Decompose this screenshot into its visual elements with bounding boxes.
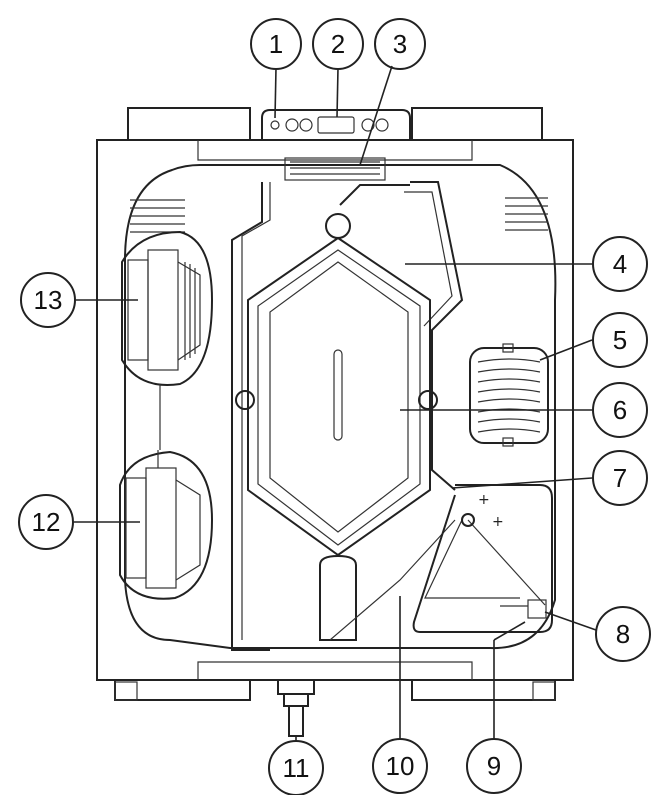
bypass-motor (527, 599, 547, 619)
fan-upper (121, 230, 214, 386)
control-button-left-2 (299, 118, 313, 132)
callout-5: 5 (592, 312, 648, 368)
callout-1: 1 (250, 18, 302, 70)
callout-label: 7 (613, 463, 627, 493)
callout-label: 1 (269, 29, 283, 59)
bypass-pivot (461, 513, 475, 527)
top-filter (284, 157, 386, 181)
heat-exchanger (235, 236, 438, 557)
callout-3: 3 (374, 18, 426, 70)
callout-4: 4 (592, 236, 648, 292)
control-button-right-2 (375, 118, 389, 132)
top-ducts (127, 107, 543, 140)
callout-label: 4 (613, 249, 627, 279)
callout-label: 13 (34, 285, 63, 315)
left-latch (235, 390, 255, 410)
exchanger-handle (333, 349, 343, 441)
preheater (469, 343, 549, 447)
callout-12: 12 (18, 494, 74, 550)
callout-10: 10 (372, 738, 428, 794)
callout-11: 11 (268, 740, 324, 795)
callout-label: 11 (283, 753, 310, 783)
top-connector (325, 213, 351, 239)
control-button-right-1 (361, 118, 375, 132)
leader-lines (74, 65, 597, 742)
callout-13: 13 (20, 272, 76, 328)
callout-label: 6 (613, 395, 627, 425)
inner-body (124, 164, 557, 650)
display-screen (317, 116, 355, 134)
callout-label: 3 (393, 29, 407, 59)
control-panel (261, 109, 411, 140)
led-indicator (270, 120, 280, 130)
callout-label: 9 (487, 751, 501, 781)
callout-label: 10 (386, 751, 415, 781)
callout-label: 12 (32, 507, 61, 537)
callout-label: 8 (616, 619, 630, 649)
exchanger-frame (231, 181, 464, 651)
callout-label: 2 (331, 29, 345, 59)
bottom-channel (319, 519, 456, 641)
plus-mark-2: + (492, 514, 504, 530)
callout-8: 8 (595, 606, 651, 662)
condensate-drain (277, 679, 315, 737)
callout-6: 6 (592, 382, 648, 438)
fan-lower (119, 384, 214, 600)
callout-7: 7 (592, 450, 648, 506)
plus-mark-1: + (478, 492, 490, 508)
callout-9: 9 (466, 738, 522, 794)
control-button-left-1 (285, 118, 299, 132)
right-latch (418, 390, 438, 410)
callout-2: 2 (312, 18, 364, 70)
bypass-assembly: + + (412, 484, 553, 633)
bottom-parts (114, 679, 556, 737)
callout-label: 5 (613, 325, 627, 355)
